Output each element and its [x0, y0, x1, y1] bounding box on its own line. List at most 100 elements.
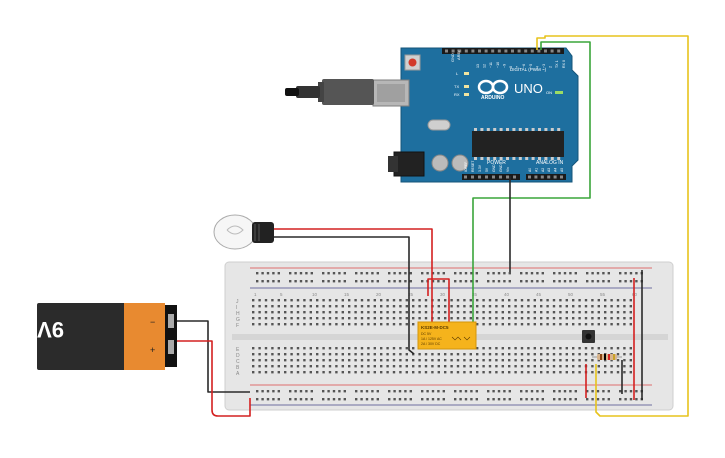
breadboard-hole — [252, 317, 255, 320]
breadboard-hole — [424, 359, 428, 362]
breadboard-hole — [392, 299, 396, 302]
breadboard-hole — [258, 371, 261, 374]
breadboard-hole — [264, 359, 268, 362]
rail-hole — [530, 390, 534, 393]
rail-hole — [602, 272, 605, 275]
breadboard-hole — [623, 311, 626, 314]
breadboard-hole — [335, 353, 338, 356]
breadboard-hole — [584, 323, 588, 326]
breadboard-hole — [348, 347, 351, 350]
col-number-20: 20 — [376, 292, 382, 297]
breadboard-hole — [616, 353, 620, 356]
breadboard-hole — [540, 323, 543, 326]
breadboard-hole — [565, 347, 568, 350]
breadboard-hole — [258, 359, 261, 362]
breadboard-hole — [271, 371, 274, 374]
rail-hole — [525, 272, 528, 275]
col-number-50: 50 — [568, 292, 574, 297]
breadboard-hole — [559, 347, 562, 350]
analog-pin-label: A4 — [554, 168, 558, 172]
breadboard-hole — [469, 365, 472, 368]
breadboard-hole — [341, 305, 344, 308]
header-hole — [484, 49, 488, 53]
breadboard-hole — [610, 317, 613, 320]
battery-9v[interactable]: 9V − + — [37, 303, 177, 370]
pushbutton[interactable] — [582, 330, 595, 343]
breadboard-hole — [399, 323, 402, 326]
breadboard-hole — [508, 299, 511, 302]
breadboard-hole — [399, 311, 402, 314]
wire-red-bulb — [274, 228, 433, 322]
breadboard-hole — [623, 353, 626, 356]
breadboard-hole — [546, 371, 549, 374]
breadboard-hole — [488, 371, 492, 374]
rail-hole — [431, 398, 435, 401]
breadboard-hole — [373, 365, 376, 368]
breadboard-hole — [252, 305, 255, 308]
crystal-oscillator — [427, 119, 451, 131]
breadboard-hole — [296, 365, 300, 368]
usb-cable — [285, 79, 374, 105]
breadboard-hole — [277, 311, 280, 314]
rail-hole — [520, 280, 523, 283]
rail-hole — [426, 398, 429, 401]
breadboard-hole — [591, 317, 594, 320]
rail-hole — [459, 280, 462, 283]
breadboard-hole — [463, 305, 466, 308]
rail-hole — [393, 390, 396, 393]
chip-pin — [538, 128, 541, 131]
breadboard-hole — [412, 371, 415, 374]
breadboard-hole — [380, 305, 383, 308]
header-hole — [478, 49, 481, 53]
breadboard-hole — [533, 317, 536, 320]
rail-hole — [475, 272, 478, 275]
rail-hole — [376, 390, 379, 393]
rail-hole — [442, 272, 445, 275]
rail-hole — [277, 398, 280, 401]
chip-pin — [512, 157, 516, 160]
relay-module[interactable]: KS2E-M-DC5 DC 5V 1A / 125V AC 2A / 30V D… — [417, 321, 477, 350]
breadboard-hole — [540, 347, 543, 350]
breadboard-hole — [559, 323, 562, 326]
breadboard-hole — [412, 359, 415, 362]
analog-pin-label: A1 — [534, 168, 538, 172]
rail-hole — [409, 272, 412, 275]
breadboard-hole — [514, 317, 517, 320]
chip-pin — [531, 157, 535, 160]
rail-hole — [497, 280, 501, 283]
breadboard-hole — [514, 365, 517, 368]
rail-hole — [289, 280, 292, 283]
rail-hole — [327, 272, 330, 275]
rail-hole — [475, 280, 478, 283]
breadboard-hole — [437, 311, 440, 314]
breadboard-hole — [392, 359, 396, 362]
breadboard-hole — [456, 317, 460, 320]
rail-hole — [629, 280, 633, 283]
dc-power-jack — [393, 151, 425, 177]
digital-pin-label: RX 0 — [562, 60, 566, 68]
rail-hole — [404, 280, 407, 283]
rail-hole — [492, 272, 495, 275]
light-bulb[interactable] — [213, 214, 274, 250]
breadboard-hole — [527, 359, 530, 362]
breadboard-hole — [565, 311, 568, 314]
digital-pin-label: 4 — [535, 66, 539, 68]
wire-green-relay-signal — [472, 41, 591, 323]
rail-hole — [607, 390, 610, 393]
breadboard-hole — [501, 353, 504, 356]
breadboard-hole — [380, 371, 383, 374]
resistor[interactable] — [592, 354, 622, 360]
header-hole — [445, 49, 448, 53]
rail-hole — [596, 280, 600, 283]
digital-pin-label: ~5 — [529, 64, 533, 68]
relay-line-1: DC 5V — [421, 332, 432, 336]
breadboard-hole — [380, 311, 383, 314]
breadboard-hole — [373, 371, 376, 374]
rail-hole — [619, 390, 622, 393]
breadboard-hole — [546, 359, 549, 362]
breadboard-hole — [380, 359, 383, 362]
rail-hole — [355, 280, 358, 283]
breadboard-hole — [322, 299, 325, 302]
breadboard-hole — [309, 371, 312, 374]
